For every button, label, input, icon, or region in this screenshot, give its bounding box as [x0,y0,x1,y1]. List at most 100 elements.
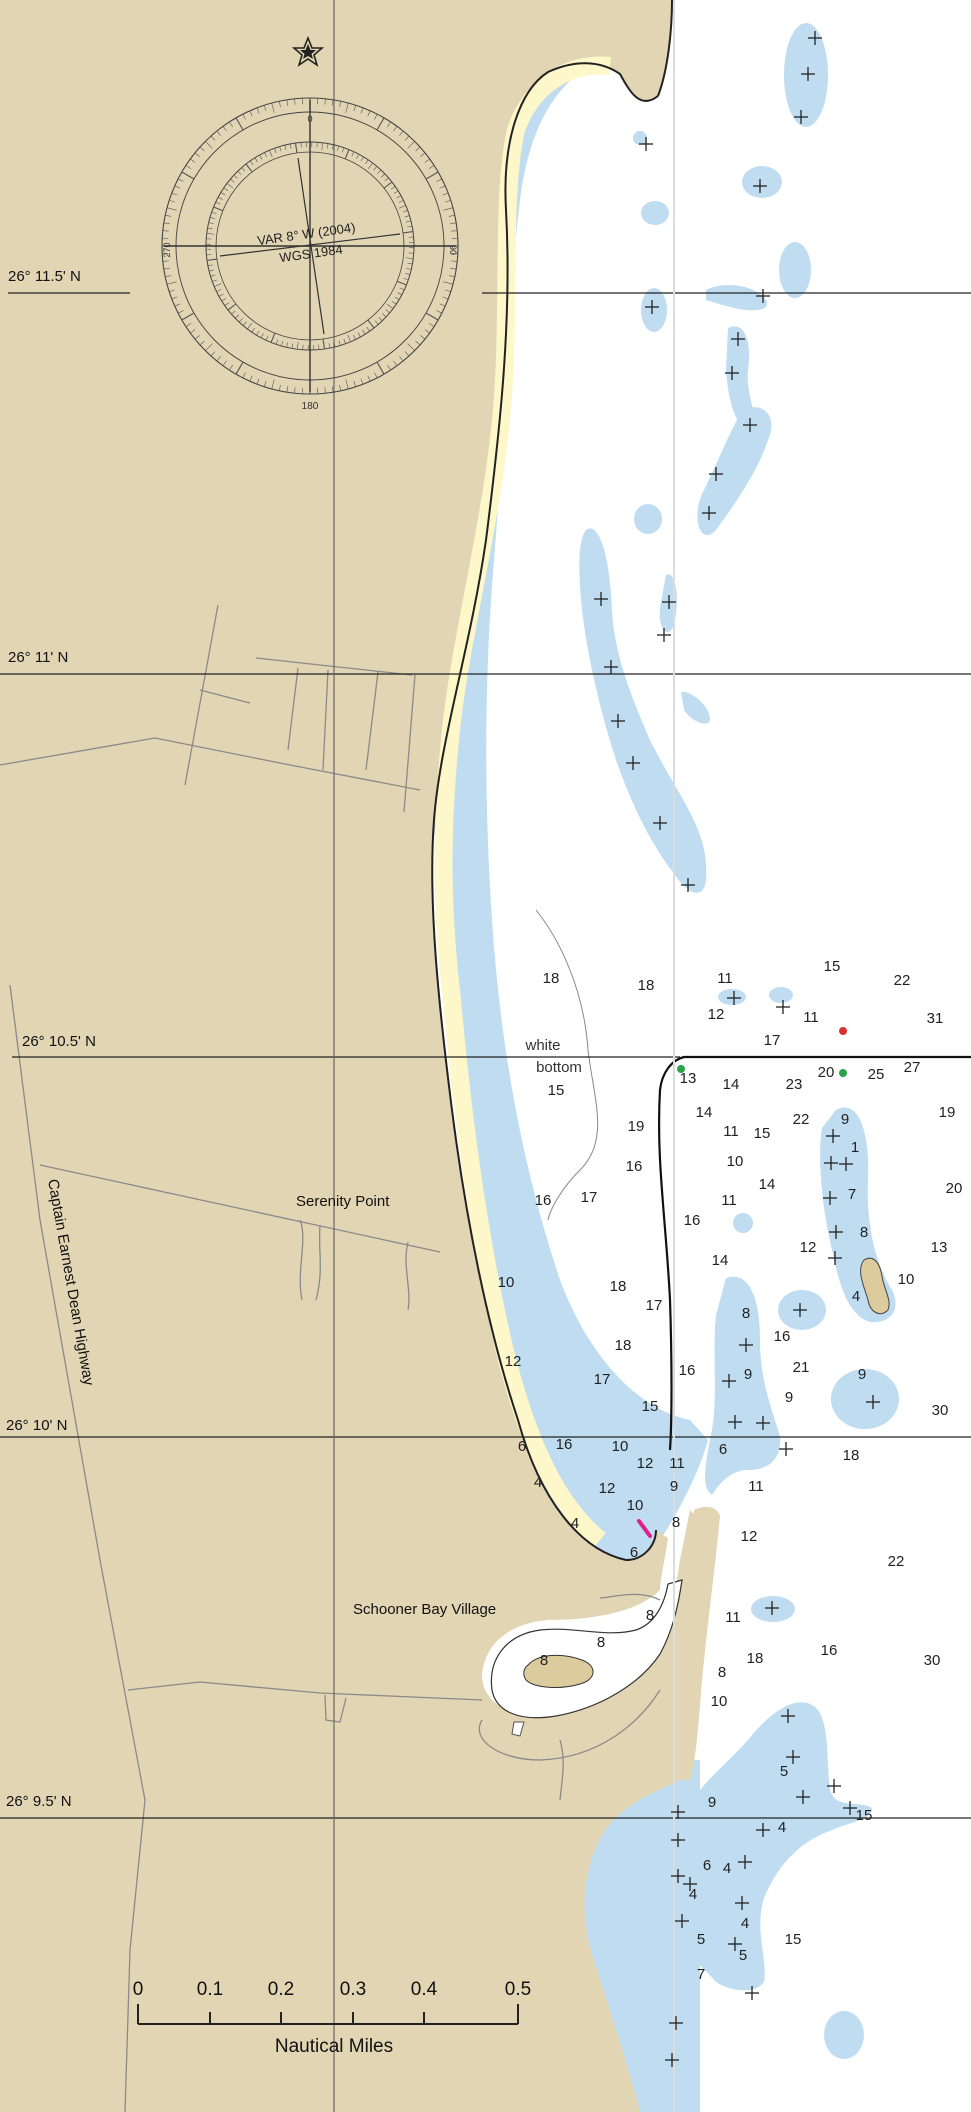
reef-cross-3 [753,179,767,193]
sounding-84: 6 [703,1857,711,1874]
seabed-white-label: white [524,1037,560,1054]
sounding-83: 4 [778,1819,786,1836]
place-serenity-point: Serenity Point [296,1193,390,1210]
scale-label-0: 0 [133,1979,144,2000]
latitude-label-11: 26° 11' N [8,649,68,666]
reef-cross-49 [728,1937,742,1951]
roads [0,604,661,2112]
reef-crosses [594,31,880,2067]
sounding-42: 8 [742,1305,750,1322]
reef-cross-17 [626,756,640,770]
green-buoy-channel [677,1065,685,1073]
reef-cross-7 [731,332,745,346]
sounding-78: 8 [540,1652,548,1669]
sounding-45: 12 [505,1353,522,1370]
sounding-82: 15 [856,1807,873,1824]
sounding-53: 30 [932,1402,949,1419]
sounding-4: 22 [894,972,911,989]
reef-cross-40 [843,1801,857,1815]
sounding-51: 9 [785,1389,793,1406]
sounding-88: 5 [697,1931,705,1948]
latitude-lines [0,292,971,1819]
latitude-label-9-5: 26° 9.5' N [6,1793,72,1810]
south-shallow-basin [564,1760,700,2112]
sounding-13: 14 [723,1076,740,1093]
reef-cross-2 [794,110,808,124]
reef-cross-11 [702,506,716,520]
sounding-41: 17 [646,1297,663,1314]
land-reef-islet [860,1257,890,1315]
sounding-0: 18 [543,970,560,987]
sounding-39: 10 [498,1274,515,1291]
sounding-30: 17 [581,1189,598,1206]
reef-cross-37 [786,1750,800,1764]
sounding-90: 5 [739,1947,747,1964]
reef-cross-50 [745,1986,759,2000]
sounding-5: 12 [708,1006,725,1023]
shoreline [431,62,659,1562]
sounding-56: 10 [612,1438,629,1455]
scale-label-0-1: 0.1 [197,1979,223,2000]
sounding-79: 10 [711,1693,728,1710]
scale-label-0-2: 0.2 [268,1979,294,2000]
sounding-50: 17 [594,1371,611,1388]
sounding-85: 4 [723,1860,731,1877]
sounding-15: 15 [548,1082,565,1099]
place-schooner-bay-village: Schooner Bay Village [353,1601,496,1618]
sounding-29: 16 [535,1192,552,1209]
sounding-64: 11 [748,1478,764,1495]
sounding-46: 21 [793,1359,810,1376]
sounding-61: 4 [534,1474,542,1491]
reef-cross-10 [709,467,723,481]
sounding-31: 11 [721,1192,737,1209]
scale-label-0-5: 0.5 [505,1979,531,2000]
sounding-22: 15 [754,1125,771,1142]
seabed-bottom-label: bottom [536,1059,582,1076]
reef-cross-24 [839,1157,853,1171]
sounding-58: 18 [843,1447,860,1464]
sounding-71: 8 [646,1607,654,1624]
reef-cross-20 [727,991,741,1005]
reef-cross-34 [866,1395,880,1409]
reef-cross-18 [653,816,667,830]
scale-label-0-4: 0.4 [411,1979,438,2000]
scale-units-label: Nautical Miles [275,2036,393,2057]
sounding-19: 19 [939,1104,956,1121]
reef-cross-26 [829,1225,843,1239]
sounding-86: 4 [689,1886,697,1903]
sounding-55: 16 [556,1436,573,1453]
sounding-87: 4 [741,1915,749,1932]
sounding-68: 12 [741,1528,758,1545]
sounding-11: 27 [904,1059,921,1076]
sounding-38: 4 [852,1288,860,1305]
sounding-52: 15 [642,1398,659,1415]
reef-cross-39 [827,1779,841,1793]
reef-cross-15 [604,660,618,674]
land-island-spit [680,1506,720,1780]
compass-south-label: 180 [302,401,319,412]
beach [434,56,611,1548]
reef-cross-35 [765,1601,779,1615]
reef-cross-8 [725,366,739,380]
land [0,0,707,2112]
reef-cross-33 [779,1442,793,1456]
reef-cross-12 [594,592,608,606]
sounding-73: 8 [597,1634,605,1651]
reef-cross-41 [671,1805,685,1819]
green-buoy-east [839,1069,847,1077]
sounding-47: 16 [679,1362,696,1379]
reef-cross-29 [793,1303,807,1317]
latitude-label-10: 26° 10' N [6,1417,67,1434]
reef-cross-46 [683,1877,697,1891]
compass-north-label: 0 [307,114,312,124]
sounding-75: 18 [747,1650,764,1667]
sounding-9: 20 [818,1064,835,1081]
reef-cross-25 [823,1191,837,1205]
reef-cross-16 [611,714,625,728]
reef-cross-21 [776,1000,790,1014]
reef-cross-9 [743,418,757,432]
sounding-18: 9 [841,1111,849,1128]
sounding-28: 20 [946,1180,963,1197]
sounding-70: 6 [630,1544,638,1561]
